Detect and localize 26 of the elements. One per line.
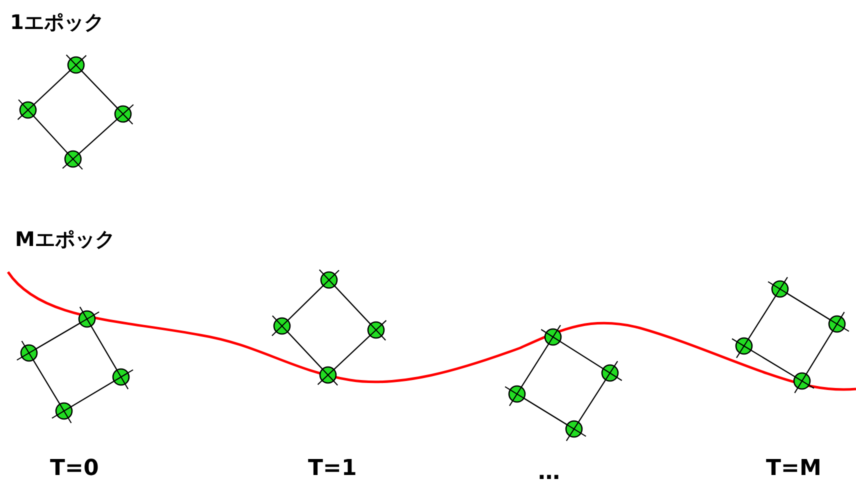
edge-line bbox=[786, 292, 830, 320]
edge-line bbox=[78, 118, 118, 154]
edge-line bbox=[81, 70, 118, 109]
edge-line bbox=[524, 398, 568, 426]
edge-line bbox=[36, 322, 80, 350]
edge-line bbox=[806, 330, 834, 374]
edge-line bbox=[287, 331, 323, 370]
edge-line bbox=[70, 380, 114, 408]
edge-line bbox=[559, 340, 604, 370]
edge-line bbox=[748, 295, 776, 340]
time-step-label: T=M bbox=[766, 458, 822, 480]
edge-line bbox=[750, 350, 796, 378]
time-step-label: T=1 bbox=[308, 458, 357, 480]
edge-line bbox=[578, 379, 606, 423]
section-heading: 1エポック bbox=[10, 12, 104, 32]
time-step-label: T=0 bbox=[50, 458, 99, 480]
edge-line bbox=[333, 335, 371, 370]
edge-line bbox=[33, 70, 71, 105]
edge-line bbox=[520, 343, 550, 388]
time-step-label: … bbox=[538, 462, 560, 484]
edge-line bbox=[334, 285, 371, 325]
edge-line bbox=[32, 115, 68, 154]
edge-line bbox=[287, 285, 324, 321]
section-heading: Mエポック bbox=[15, 229, 115, 249]
edge-line bbox=[90, 326, 118, 370]
edge-line bbox=[32, 360, 60, 404]
